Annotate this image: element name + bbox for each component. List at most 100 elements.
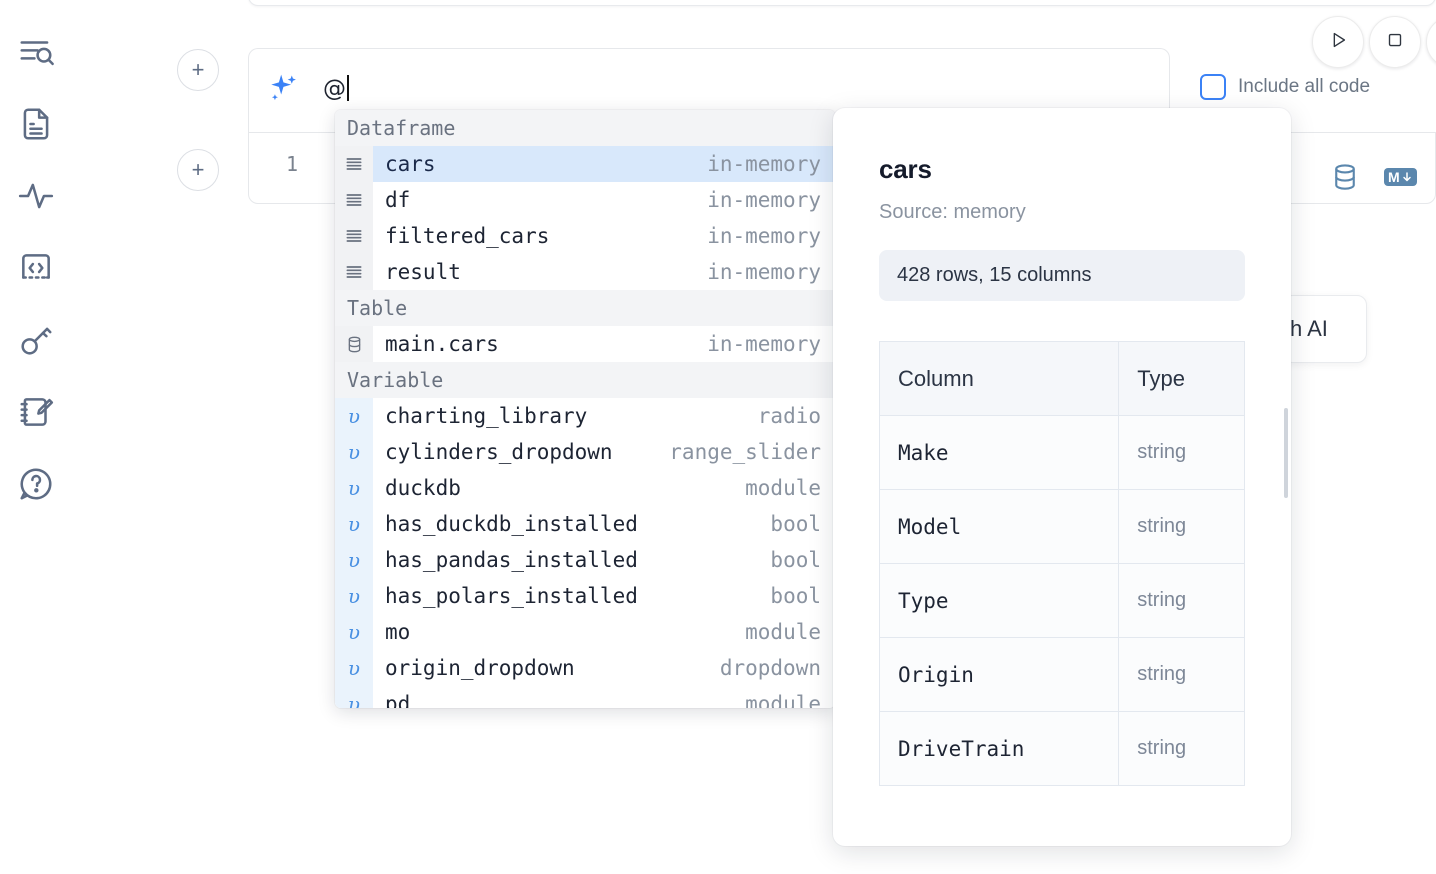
ai-action-chip-label: h AI [1290,316,1328,341]
sidebar-item-file[interactable] [9,88,63,160]
doc-column-name: DriveTrain [878,711,1120,786]
database-icon[interactable] [1330,162,1360,192]
sidebar-item-activity[interactable] [9,160,63,232]
autocomplete-group-header: Table [335,290,835,326]
stop-square-icon [1384,29,1406,56]
autocomplete-item-name: df [385,188,411,212]
dataframe-icon [335,218,373,254]
autocomplete-item-type: module [745,620,821,644]
doc-source: Source: memory [879,201,1026,223]
autocomplete-group-header: Variable [335,362,835,398]
variable-icon: υ [335,686,373,708]
autocomplete-item-type: bool [770,584,821,608]
doc-table-header-cell: Type [1118,341,1245,416]
autocomplete-item-type: in-memory [707,152,821,176]
autocomplete-item-type: radio [757,404,821,428]
autocomplete-item-type: module [745,692,821,708]
run-button[interactable] [1312,16,1364,68]
explore-icon [17,33,55,71]
stop-button[interactable] [1369,16,1421,68]
autocomplete-item-name: mo [385,620,411,644]
doc-scrollbar[interactable] [1284,408,1288,498]
autocomplete-item-name: has_duckdb_installed [385,512,638,536]
autocomplete-item-type: in-memory [707,332,821,356]
cell-action-icons: M [1330,162,1417,192]
help-chat-icon [17,465,55,503]
sidebar-item-scratchpad[interactable] [9,376,63,448]
line-number: 1 [285,152,298,176]
doc-column-type: string [1118,415,1245,490]
doc-column-type: string [1118,563,1245,638]
left-sidebar-rail [0,0,72,874]
dataframe-icon [335,254,373,290]
plus-icon: + [191,57,205,82]
doc-column-type: string [1118,637,1245,712]
sidebar-item-explore[interactable] [9,16,63,88]
doc-column-name: Model [878,489,1120,564]
autocomplete-item-type: bool [770,548,821,572]
autocomplete-item[interactable]: cars in-memory [335,146,835,182]
autocomplete-item-type: dropdown [719,656,821,680]
text-cursor [347,74,349,101]
add-cell-button-bottom[interactable]: + [177,149,219,191]
ai-prompt-input[interactable]: @ [323,74,349,102]
autocomplete-item-name: charting_library [385,404,588,428]
autocomplete-item-type: range_slider [669,440,821,464]
autocomplete-item-type: in-memory [707,260,821,284]
autocomplete-item-name: cars [385,152,436,176]
sidebar-item-secrets[interactable] [9,304,63,376]
cell-above-partial [248,0,1436,6]
variable-icon: υ [335,578,373,614]
markdown-badge: M [1384,168,1417,186]
variable-icon: υ [335,506,373,542]
variable-icon: υ [335,650,373,686]
autocomplete-item-name: has_pandas_installed [385,548,638,572]
dataframe-icon [335,146,373,182]
doc-column-name: Origin [878,637,1120,712]
doc-column-name: Make [878,415,1120,490]
include-all-code-row[interactable]: Include all code [1200,74,1370,100]
doc-table-header-cell: Column [878,341,1120,416]
doc-column-name: Type [878,563,1120,638]
autocomplete-item[interactable]: υ origin_dropdown dropdown [335,650,835,686]
plus-icon: + [191,157,205,182]
ai-action-chip[interactable]: h AI [1283,295,1367,363]
autocomplete-item-name: origin_dropdown [385,656,575,680]
doc-shape-badge: 428 rows, 15 columns [879,250,1245,301]
autocomplete-item-type: module [745,476,821,500]
markdown-icon[interactable]: M [1384,168,1417,186]
autocomplete-item[interactable]: υ has_duckdb_installed bool [335,506,835,542]
sidebar-item-help[interactable] [9,448,63,520]
autocomplete-item-name: cylinders_dropdown [385,440,613,464]
doc-column-type: string [1118,489,1245,564]
doc-title: cars [879,154,932,184]
activity-icon [17,177,55,215]
variable-icon: υ [335,470,373,506]
more-button[interactable] [1426,16,1436,68]
add-cell-button-top[interactable]: + [177,49,219,91]
file-icon [17,105,55,143]
table-icon [335,326,373,362]
autocomplete-item-type: bool [770,512,821,536]
include-all-code-checkbox[interactable] [1200,74,1226,100]
sidebar-item-snippets[interactable] [9,232,63,304]
